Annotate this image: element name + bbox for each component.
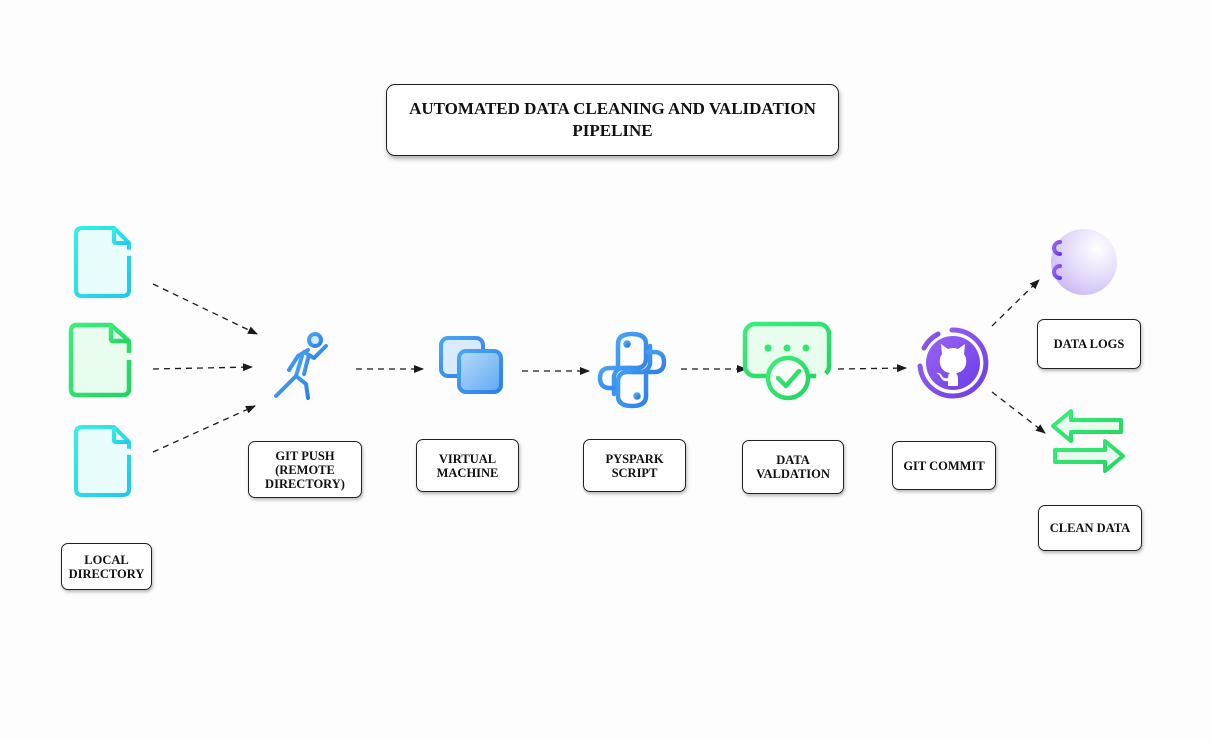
arrow-commit-to-logs — [991, 279, 1040, 327]
git-commit-label: GIT COMMIT — [892, 441, 996, 490]
arrow-file1-to-gitpush — [152, 283, 258, 335]
python-logo-icon — [597, 331, 667, 409]
transfer-arrows-icon — [1051, 409, 1125, 473]
pyspark-script-label: PYSPARK SCRIPT — [583, 439, 686, 492]
clean-data-label: CLEAN DATA — [1038, 505, 1142, 551]
spreadsheet-icon — [68, 322, 132, 398]
arrow-file3-to-gitpush — [152, 405, 256, 453]
screen-checkmark-icon — [742, 321, 832, 401]
arrow-commit-to-clean — [991, 391, 1046, 434]
data-validation-label: DATA VALDATION — [742, 440, 844, 494]
document-icon-2 — [74, 425, 131, 497]
data-logs-label: DATA LOGS — [1037, 319, 1141, 369]
arrows — [152, 279, 1046, 453]
arrow-file2-to-gitpush — [152, 363, 253, 372]
arrow-validation-to-commit — [837, 364, 907, 373]
log-lines-icon — [1051, 229, 1117, 295]
local-directory-label: LOCAL DIRECTORY — [61, 543, 152, 590]
diagram-title: AUTOMATED DATA CLEANING AND VALIDATION P… — [386, 84, 839, 156]
github-octocat-icon — [917, 327, 989, 399]
hiker-push-icon — [274, 326, 336, 400]
virtual-machine-label: VIRTUAL MACHINE — [416, 439, 519, 492]
overlapping-windows-icon — [439, 336, 503, 394]
git-push-label: GIT PUSH (REMOTE DIRECTORY) — [248, 441, 362, 498]
document-icon — [74, 226, 131, 298]
